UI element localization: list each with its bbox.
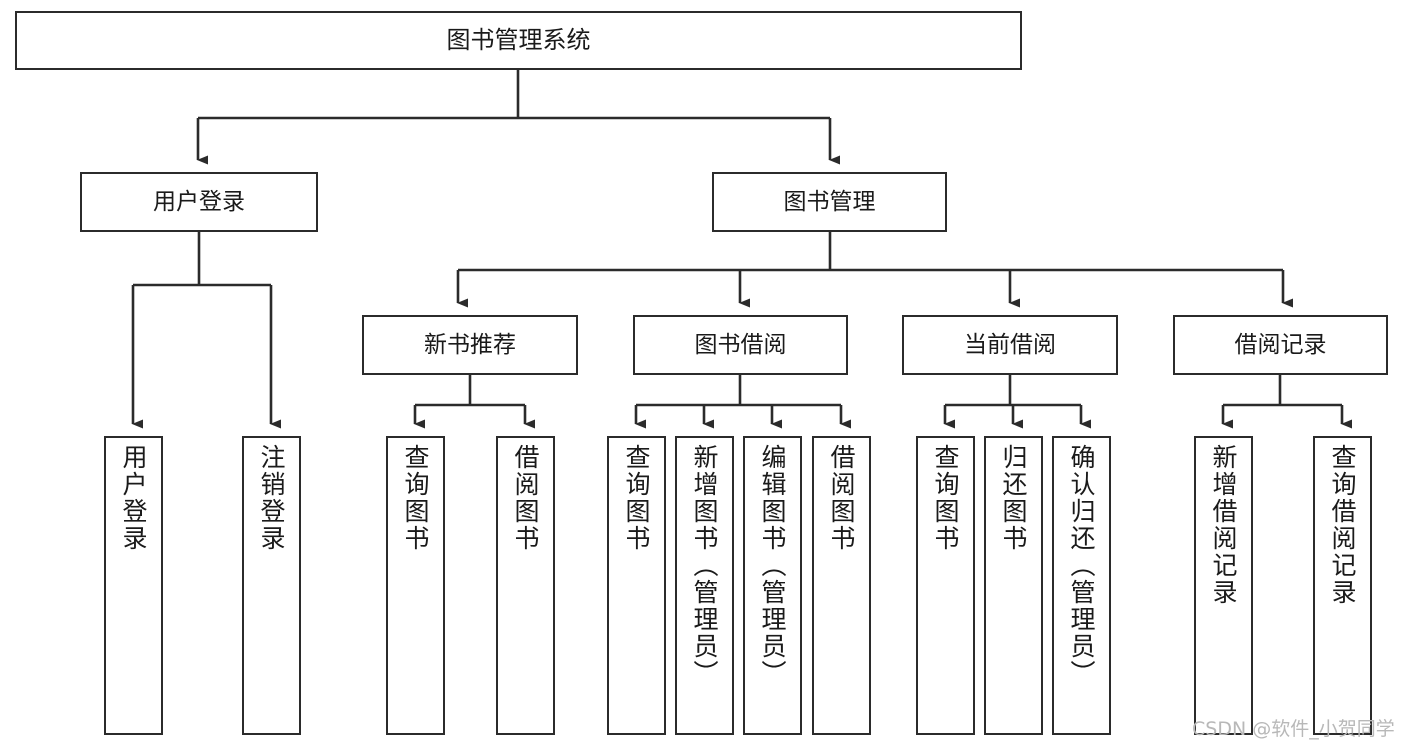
node-leaf-bookborrow-edit[interactable]: 编辑图书（管理员）	[743, 436, 802, 735]
node-book-management[interactable]: 图书管理	[712, 172, 947, 232]
node-leaf-bookborrow-add-label: 新增图书（管理员）	[690, 444, 719, 687]
node-leaf-borrowrecord-query[interactable]: 查询借阅记录	[1313, 436, 1372, 735]
node-leaf-currentborrow-confirm-return[interactable]: 确认归还（管理员）	[1052, 436, 1111, 735]
node-leaf-borrowrecord-add[interactable]: 新增借阅记录	[1194, 436, 1253, 735]
node-leaf-user-login-signin[interactable]: 用户登录	[104, 436, 163, 735]
node-leaf-bookborrow-edit-label: 编辑图书（管理员）	[758, 444, 787, 687]
node-user-login-label: 用户登录	[153, 188, 245, 215]
node-leaf-bookborrow-query-label: 查询图书	[622, 444, 651, 552]
node-leaf-user-login-signout-label: 注销登录	[257, 444, 286, 552]
node-root-system[interactable]: 图书管理系统	[15, 11, 1022, 70]
node-leaf-newbook-query[interactable]: 查询图书	[386, 436, 445, 735]
node-leaf-newbook-borrow-label: 借阅图书	[511, 444, 540, 552]
node-current-borrow-label: 当前借阅	[964, 331, 1056, 358]
node-leaf-bookborrow-borrow[interactable]: 借阅图书	[812, 436, 871, 735]
node-book-borrow[interactable]: 图书借阅	[633, 315, 848, 375]
node-user-login[interactable]: 用户登录	[80, 172, 318, 232]
node-root-system-label: 图书管理系统	[446, 25, 591, 54]
node-leaf-bookborrow-query[interactable]: 查询图书	[607, 436, 666, 735]
node-leaf-currentborrow-confirm-return-label: 确认归还（管理员）	[1067, 444, 1096, 687]
node-leaf-borrowrecord-query-label: 查询借阅记录	[1328, 444, 1357, 606]
node-new-book-recommend-label: 新书推荐	[424, 331, 516, 358]
node-leaf-currentborrow-return[interactable]: 归还图书	[984, 436, 1043, 735]
node-leaf-user-login-signin-label: 用户登录	[119, 444, 148, 552]
node-leaf-bookborrow-borrow-label: 借阅图书	[827, 444, 856, 552]
node-book-management-label: 图书管理	[783, 188, 876, 215]
node-new-book-recommend[interactable]: 新书推荐	[362, 315, 578, 375]
node-borrow-record[interactable]: 借阅记录	[1173, 315, 1388, 375]
node-leaf-newbook-borrow[interactable]: 借阅图书	[496, 436, 555, 735]
node-leaf-currentborrow-query-label: 查询图书	[931, 444, 960, 552]
node-leaf-newbook-query-label: 查询图书	[401, 444, 430, 552]
node-leaf-bookborrow-add[interactable]: 新增图书（管理员）	[675, 436, 734, 735]
node-borrow-record-label: 借阅记录	[1234, 331, 1327, 358]
node-leaf-borrowrecord-add-label: 新增借阅记录	[1209, 444, 1238, 606]
node-leaf-currentborrow-query[interactable]: 查询图书	[916, 436, 975, 735]
node-leaf-currentborrow-return-label: 归还图书	[999, 444, 1028, 552]
node-current-borrow[interactable]: 当前借阅	[902, 315, 1118, 375]
node-leaf-user-login-signout[interactable]: 注销登录	[242, 436, 301, 735]
node-book-borrow-label: 图书借阅	[694, 331, 787, 358]
